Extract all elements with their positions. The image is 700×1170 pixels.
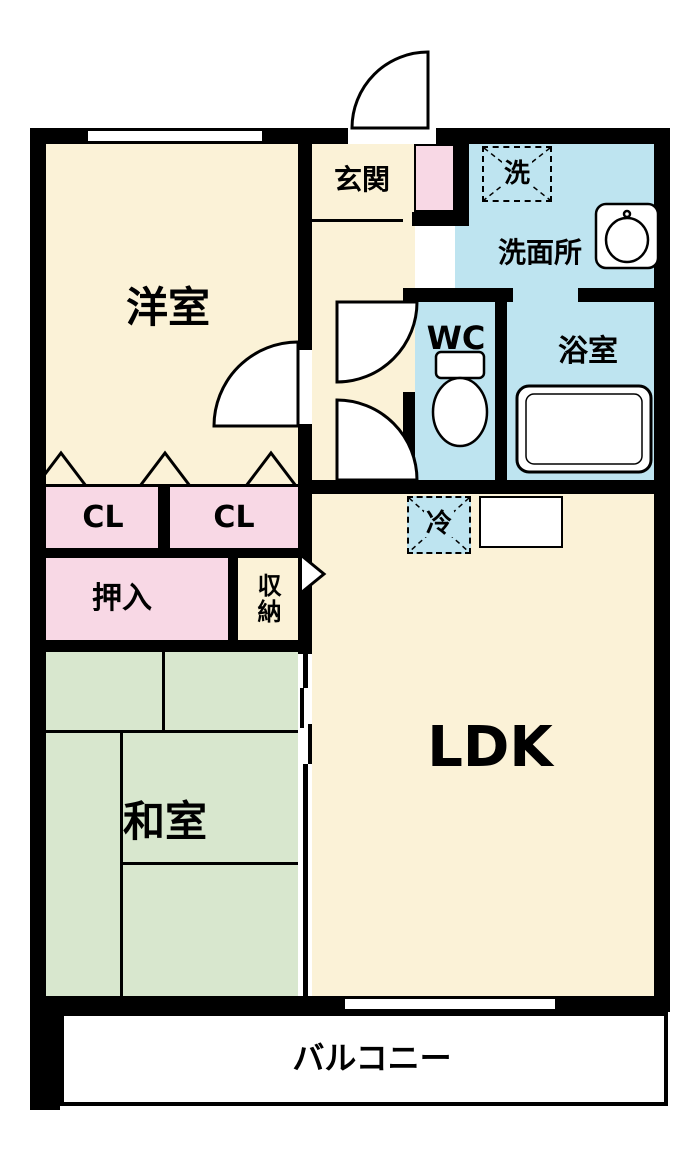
room-label-ldk: LDK — [427, 715, 553, 780]
kitchen-counter — [479, 496, 563, 548]
room-bathroom — [507, 302, 654, 480]
sliding-door-leaf — [300, 688, 304, 728]
wall — [298, 424, 312, 494]
room-label-washitsu: 和室 — [122, 797, 208, 846]
tatami-line — [162, 652, 165, 732]
tatami-line — [46, 730, 298, 733]
window — [345, 996, 555, 1012]
wall — [158, 484, 170, 548]
closet-top-line — [46, 484, 298, 487]
room-cl2 — [170, 487, 298, 548]
wall — [298, 494, 312, 654]
room-label-cl2: CL — [213, 500, 255, 535]
wall — [228, 558, 238, 644]
sliding-door-leaf — [308, 724, 312, 764]
wall — [30, 640, 312, 652]
wall — [495, 302, 507, 480]
wall — [30, 128, 46, 1012]
room-label-yoshitsu: 洋室 — [125, 283, 211, 332]
room-washitsu — [46, 652, 298, 996]
room-label-bathroom: 浴室 — [558, 334, 618, 369]
room-oshiire — [46, 558, 228, 640]
room-ldk — [312, 494, 654, 996]
genkan-step-line — [312, 219, 403, 222]
room-label-balcony: バルコニー — [292, 1039, 452, 1077]
room-label-cl1: CL — [82, 500, 124, 535]
tatami-line — [120, 862, 298, 865]
room-label-shuno: 収納 — [253, 573, 281, 625]
wall — [412, 212, 469, 226]
wall — [403, 288, 513, 302]
room-label-laundry: 洗 — [501, 159, 533, 189]
window — [88, 128, 262, 144]
wall — [578, 288, 654, 302]
room-genkan — [312, 144, 414, 222]
balcony-area — [60, 1012, 668, 1106]
wall — [298, 144, 312, 350]
room-label-oshiire: 押入 — [92, 581, 152, 616]
sliding-partition — [303, 654, 308, 996]
entrance-door-icon — [350, 50, 430, 130]
entrance-opening — [348, 128, 436, 144]
wall — [30, 1012, 60, 1110]
hallway — [312, 222, 415, 480]
room-cl1 — [46, 487, 158, 548]
room-label-fridge: 冷 — [423, 509, 455, 539]
shoe-cabinet — [414, 144, 455, 212]
wall — [403, 392, 415, 494]
room-shuno — [238, 558, 298, 640]
room-label-genkan: 玄関 — [333, 163, 391, 196]
room-label-washroom: 洗面所 — [497, 236, 583, 269]
wall — [30, 548, 312, 558]
wall — [455, 144, 469, 224]
wall — [298, 480, 654, 494]
wall — [403, 302, 415, 322]
wall — [654, 128, 670, 1012]
room-label-wc: WC — [426, 319, 486, 357]
